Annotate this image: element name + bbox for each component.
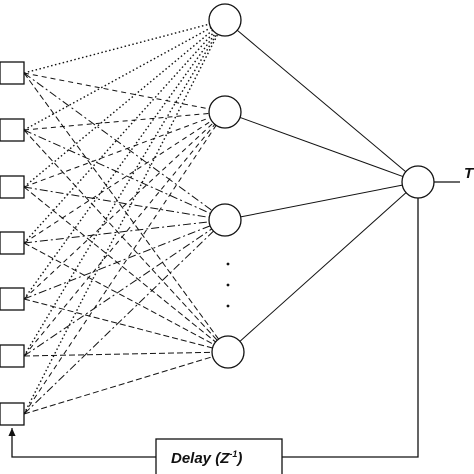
- connection-input-2-hidden-3: [23, 129, 211, 214]
- connection-input-1-hidden-3: [23, 72, 213, 211]
- input-node-4: [0, 231, 25, 255]
- input-node-2: [0, 118, 25, 142]
- output-label: T: [464, 165, 474, 182]
- connection-input-1-hidden-1: [23, 23, 210, 74]
- connection-hidden-4-output: [239, 192, 407, 342]
- input-node-1: [0, 61, 25, 85]
- connection-input-5-hidden-2: [23, 122, 214, 300]
- hidden-node-4: [211, 335, 245, 369]
- connection-input-4-hidden-2: [23, 120, 212, 244]
- input-layer: [0, 61, 25, 426]
- connection-input-6-hidden-3: [23, 228, 213, 357]
- input-node-5: [0, 287, 25, 311]
- input-node-3: [0, 175, 25, 199]
- connection-input-1-hidden-2: [23, 72, 210, 110]
- connection-input-4-hidden-3: [23, 221, 210, 244]
- hidden-node-3: [208, 203, 242, 237]
- input-node-6: [0, 344, 25, 368]
- connection-input-7-hidden-2: [23, 125, 217, 415]
- hidden-output-connections: [236, 29, 407, 342]
- connection-input-6-hidden-1: [23, 33, 218, 357]
- connection-input-5-hidden-1: [23, 32, 217, 300]
- feedback-path: [8, 198, 419, 458]
- delay-label: Delay (Z-1): [171, 449, 242, 467]
- connection-hidden-1-output: [236, 29, 407, 173]
- hidden-node-1: [208, 3, 242, 37]
- connection-input-3-hidden-4: [23, 186, 216, 343]
- connection-input-5-hidden-4: [23, 298, 213, 349]
- hidden-node-2: [208, 95, 242, 129]
- connection-input-3-hidden-3: [23, 186, 210, 218]
- connection-input-7-hidden-4: [23, 356, 213, 415]
- input-node-7: [0, 402, 25, 426]
- hidden-layer: [208, 3, 245, 369]
- connection-input-4-hidden-1: [23, 31, 215, 244]
- connection-input-3-hidden-2: [23, 117, 211, 188]
- connection-input-1-hidden-4: [23, 72, 219, 340]
- hidden-ellipsis: [226, 262, 230, 308]
- connection-input-6-hidden-4: [23, 351, 213, 357]
- input-hidden-connections: [23, 23, 219, 415]
- connection-input-2-hidden-2: [23, 112, 210, 131]
- connection-input-7-hidden-3: [23, 230, 214, 415]
- output-node: [401, 165, 435, 199]
- delay-box: [155, 438, 283, 474]
- connection-input-2-hidden-4: [23, 129, 218, 341]
- connection-input-7-hidden-1: [23, 33, 219, 415]
- connection-hidden-2-output: [239, 116, 404, 178]
- connection-input-3-hidden-1: [23, 29, 214, 188]
- connection-hidden-3-output: [240, 184, 403, 218]
